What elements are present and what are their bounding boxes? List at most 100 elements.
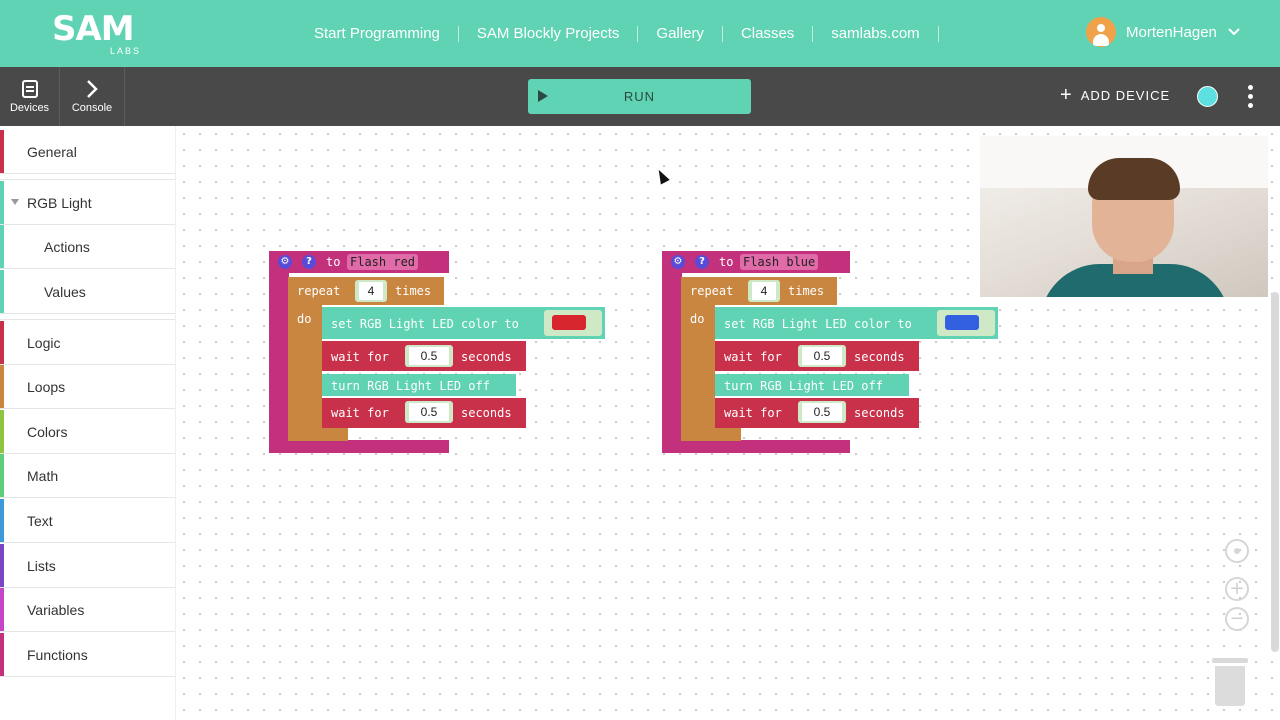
category-label: Loops [27,379,66,395]
repeat-count-value: 4 [752,282,776,300]
category-values[interactable]: Values [0,270,175,314]
category-math[interactable]: Math [0,454,175,498]
category-color-bar [0,633,4,676]
console-label: Console [71,102,113,114]
set-color-label: set RGB Light LED color to [724,317,912,331]
times-label: times [788,284,825,298]
nav-divider [937,25,939,42]
category-label: Logic [27,335,61,351]
function-name-field[interactable]: Flash blue [740,254,819,270]
run-button[interactable]: RUN [528,79,751,114]
category-colors[interactable]: Colors [0,410,175,454]
category-variables[interactable]: Variables [0,588,175,632]
repeat-count-input[interactable]: 4 [748,280,780,302]
devices-button[interactable]: Devices [0,67,60,126]
kebab-menu-icon[interactable] [1242,85,1258,109]
repeat-block-footer [288,428,348,441]
wait-label: wait for [724,406,782,420]
wait-seconds-input[interactable]: 0.5 [405,401,453,423]
wait-label: wait for [331,350,389,364]
add-device-button[interactable]: + ADD DEVICE [1060,84,1171,106]
times-label: times [395,284,432,298]
wait-seconds-value: 0.5 [802,347,842,365]
category-general[interactable]: General [0,130,175,174]
seconds-label: seconds [854,406,905,420]
play-icon [538,90,548,102]
turn-led-off-block[interactable] [322,374,516,396]
wait-seconds-input[interactable]: 0.5 [798,345,846,367]
category-label: Variables [27,602,85,618]
category-lists[interactable]: Lists [0,544,175,588]
gear-icon[interactable]: ⚙ [671,255,685,269]
to-label: to [326,255,341,269]
nav-link-samlabs[interactable]: samlabs.com [831,25,920,42]
help-icon[interactable]: ? [302,255,316,269]
top-navigation: SAM LABS Start Programming SAM Blockly P… [0,0,1280,67]
category-functions[interactable]: Functions [0,633,175,677]
nav-divider [812,25,814,42]
do-label: do [297,312,312,326]
wait-seconds-input[interactable]: 0.5 [798,401,846,423]
repeat-label: repeat [297,284,341,298]
wait-label: wait for [331,406,389,420]
category-label: Functions [27,647,88,663]
color-picker-field[interactable] [937,310,995,336]
sam-labs-logo[interactable]: SAM LABS [52,12,139,56]
category-rgb-light[interactable]: RGB Light [0,181,175,225]
workspace-vertical-scrollbar[interactable] [1271,292,1279,652]
expand-triangle-icon[interactable] [11,199,19,205]
function-footer [662,440,850,453]
repeat-block-frame [288,277,322,441]
category-color-bar [0,410,4,453]
color-swatch [552,315,586,330]
seconds-label: seconds [854,350,905,364]
function-body-frame [269,251,289,453]
turn-off-label: turn RGB Light LED off [331,379,490,393]
add-device-label: ADD DEVICE [1080,87,1171,103]
zoom-out-icon[interactable]: − [1225,607,1249,631]
user-menu[interactable]: MortenHagen [1086,17,1241,47]
nav-link-start-programming[interactable]: Start Programming [314,25,440,42]
chevron-right-icon [87,80,98,98]
toolbar: Devices Console RUN + ADD DEVICE [0,67,1280,126]
to-label: to [719,255,734,269]
nav-link-blockly-projects[interactable]: SAM Blockly Projects [476,25,620,42]
seconds-label: seconds [461,406,512,420]
nav-link-classes[interactable]: Classes [740,25,795,42]
plus-icon: + [1060,84,1073,106]
category-logic[interactable]: Logic [0,321,175,365]
user-name: MortenHagen [1126,23,1217,41]
color-picker-field[interactable] [544,310,602,336]
category-text[interactable]: Text [0,499,175,543]
wait-seconds-input[interactable]: 0.5 [405,345,453,367]
category-loops[interactable]: Loops [0,365,175,409]
nav-link-gallery[interactable]: Gallery [656,25,704,42]
help-icon[interactable]: ? [695,255,709,269]
devices-icon [21,80,38,98]
function-body-frame [662,251,682,453]
wait-seconds-value: 0.5 [409,403,449,421]
nav-divider [721,25,723,42]
repeat-count-value: 4 [359,282,383,300]
connection-status-indicator[interactable] [1197,86,1218,107]
block-category-sidebar: General RGB Light Actions Values Logic L… [0,126,176,720]
category-color-bar [0,588,4,631]
category-actions[interactable]: Actions [0,225,175,269]
category-color-bar [0,454,4,497]
category-color-bar [0,270,4,313]
category-label: Lists [27,558,56,574]
category-label: General [27,144,77,160]
zoom-in-icon[interactable]: + [1225,577,1249,601]
repeat-block-frame [681,277,715,441]
target-icon[interactable] [1225,539,1249,563]
console-button[interactable]: Console [60,67,125,126]
webcam-overlay [980,136,1268,297]
turn-led-off-block[interactable] [715,374,909,396]
repeat-count-input[interactable]: 4 [355,280,387,302]
function-name-field[interactable]: Flash red [347,254,419,270]
gear-icon[interactable]: ⚙ [278,255,292,269]
do-label: do [690,312,705,326]
chevron-down-icon [1228,28,1240,36]
category-color-bar [0,365,4,408]
trash-icon[interactable] [1212,658,1248,708]
